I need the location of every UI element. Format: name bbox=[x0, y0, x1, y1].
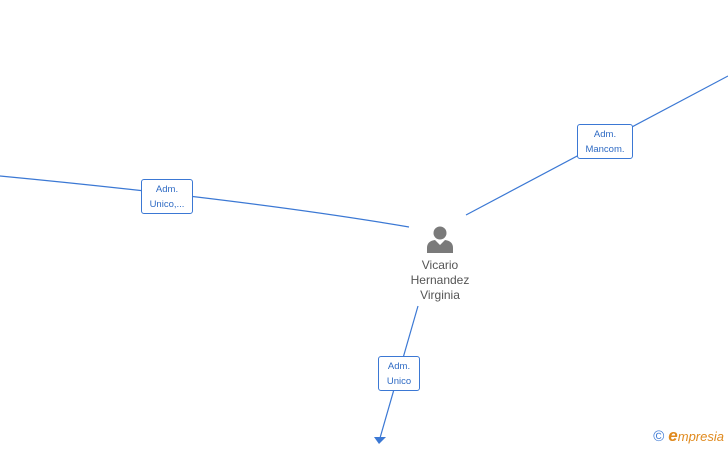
arrowhead-south bbox=[374, 437, 386, 444]
role-label-west-line1: Adm. bbox=[155, 184, 179, 195]
person-name-line: Vicario bbox=[421, 258, 459, 272]
role-label-northeast-line2: Mancom. bbox=[585, 144, 625, 155]
person-node[interactable]: Vicario Hernandez Virginia bbox=[395, 224, 485, 303]
brand-watermark: © empresia bbox=[653, 426, 724, 446]
person-name-line: Virginia bbox=[420, 288, 460, 302]
role-label-west-line2: Unico,... bbox=[149, 199, 185, 210]
person-name-line: Hernandez bbox=[410, 273, 470, 287]
copyright-icon: © bbox=[653, 427, 665, 445]
role-label-south-line1: Adm. bbox=[387, 361, 411, 372]
role-label-northeast[interactable]: Adm. Mancom. bbox=[577, 124, 633, 159]
role-label-northeast-line1: Adm. bbox=[593, 129, 617, 140]
person-name: Vicario Hernandez Virginia bbox=[395, 258, 485, 303]
role-label-west[interactable]: Adm. Unico,... bbox=[141, 179, 193, 214]
role-label-south[interactable]: Adm. Unico bbox=[378, 356, 420, 391]
brand-logo: empresia bbox=[668, 426, 724, 445]
edge-west bbox=[0, 175, 410, 228]
role-label-south-line2: Unico bbox=[386, 376, 412, 387]
person-icon bbox=[427, 226, 453, 253]
